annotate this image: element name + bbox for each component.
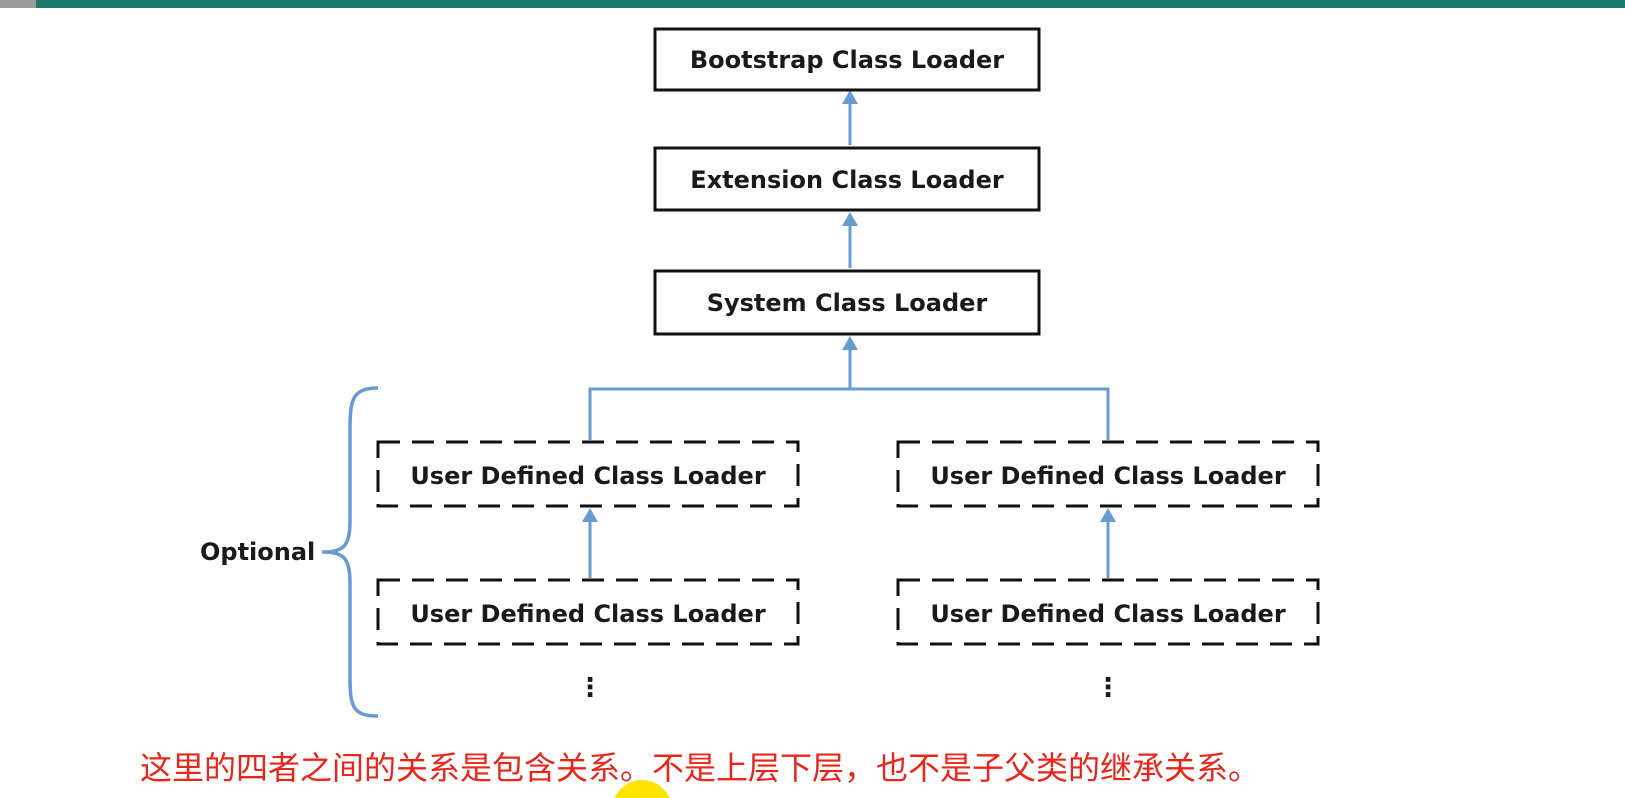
edge-users-to-system [588, 387, 1110, 440]
node-extension: Extension Class Loader [653, 146, 1041, 212]
arrowhead-bootstrap [842, 90, 858, 104]
arrowhead-right-top [1100, 508, 1116, 522]
top-bar [0, 0, 1625, 8]
arrowhead-system [842, 336, 858, 350]
optional-label: Optional [200, 538, 315, 566]
node-user-right-top-label: User Defined Class Loader [930, 462, 1286, 490]
connectors [582, 90, 1116, 578]
node-user-left-bottom: User Defined Class Loader [376, 578, 800, 646]
cursor-highlight [612, 780, 672, 798]
node-user-right-bottom-label: User Defined Class Loader [930, 600, 1286, 628]
node-extension-label: Extension Class Loader [690, 166, 1004, 194]
arrowhead-extension [842, 212, 858, 226]
node-system-label: System Class Loader [707, 289, 988, 317]
node-bootstrap: Bootstrap Class Loader [653, 27, 1041, 92]
node-user-left-top-label: User Defined Class Loader [410, 462, 766, 490]
arrowhead-left-top [582, 508, 598, 522]
top-left-edge [0, 0, 36, 8]
node-user-right-bottom: User Defined Class Loader [896, 578, 1320, 646]
ellipsis-right: ⋮ [1095, 673, 1121, 703]
class-loader-hierarchy-diagram: Bootstrap Class Loader Extension Class L… [200, 27, 1320, 718]
optional-brace [321, 386, 379, 718]
node-user-right-top: User Defined Class Loader [896, 440, 1320, 508]
node-system: System Class Loader [653, 269, 1041, 336]
node-user-left-bottom-label: User Defined Class Loader [410, 600, 766, 628]
caption-text: 这里的四者之间的关系是包含关系。不是上层下层，也不是子父类的继承关系。 [140, 749, 1261, 787]
node-bootstrap-label: Bootstrap Class Loader [690, 46, 1004, 74]
ellipsis-left: ⋮ [577, 673, 603, 703]
node-user-left-top: User Defined Class Loader [376, 440, 800, 508]
